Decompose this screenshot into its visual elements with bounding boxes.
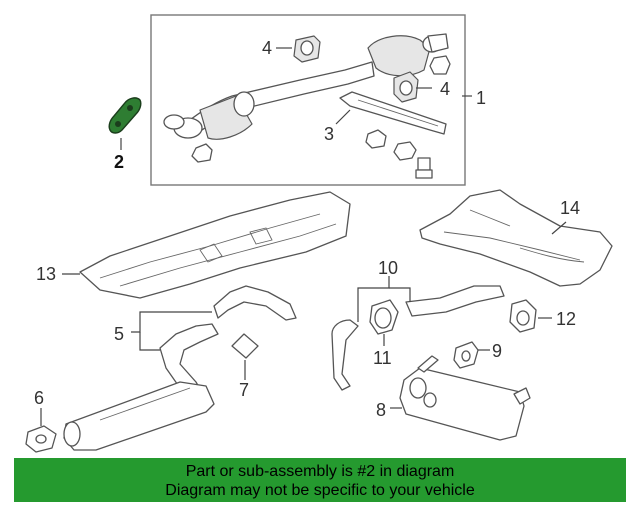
leader-lines [40, 47, 567, 426]
callout-10: 10 [378, 258, 398, 278]
muffler-8[interactable] [399, 355, 531, 441]
callout-4-upper: 4 [262, 38, 272, 58]
callout-7: 7 [239, 380, 249, 400]
muffler-front[interactable] [63, 381, 215, 451]
callout-12: 12 [556, 309, 576, 329]
callout-4-lower: 4 [440, 79, 450, 99]
heat-shield-13[interactable] [79, 191, 351, 299]
hanger-9[interactable] [453, 341, 479, 369]
callout-13: 13 [36, 264, 56, 284]
tail-pipe-10[interactable] [331, 285, 505, 391]
gasket-7[interactable] [231, 333, 259, 359]
front-pipe-converter[interactable] [163, 33, 449, 140]
gasket-part-2[interactable] [108, 97, 142, 134]
heat-shield-14[interactable] [419, 189, 613, 287]
nut-upper-right[interactable] [429, 55, 451, 75]
callout-8: 8 [376, 400, 386, 420]
callout-6: 6 [34, 388, 44, 408]
gasket-6[interactable] [25, 425, 57, 453]
callout-14: 14 [560, 198, 580, 218]
callout-3: 3 [324, 124, 334, 144]
nuts-bolts[interactable] [191, 129, 433, 179]
hanger-lower[interactable] [393, 71, 419, 103]
isolator-12[interactable] [509, 299, 537, 333]
banner-line-1: Part or sub-assembly is #2 in diagram [185, 463, 455, 480]
callout-5: 5 [114, 324, 124, 344]
callout-9: 9 [492, 341, 502, 361]
parts-diagram: 1 2 3 4 4 5 6 7 8 9 10 11 12 13 14 [25, 14, 613, 453]
callout-2: 2 [114, 152, 124, 172]
banner-line-2: Diagram may not be specific to your vehi… [165, 482, 475, 499]
info-banner: Part or sub-assembly is #2 in diagram Di… [14, 458, 626, 502]
assembly-1-box [150, 14, 466, 186]
callout-11: 11 [373, 348, 392, 368]
hanger-upper[interactable] [293, 35, 321, 63]
callout-1: 1 [476, 88, 486, 108]
bracket[interactable] [339, 91, 447, 135]
